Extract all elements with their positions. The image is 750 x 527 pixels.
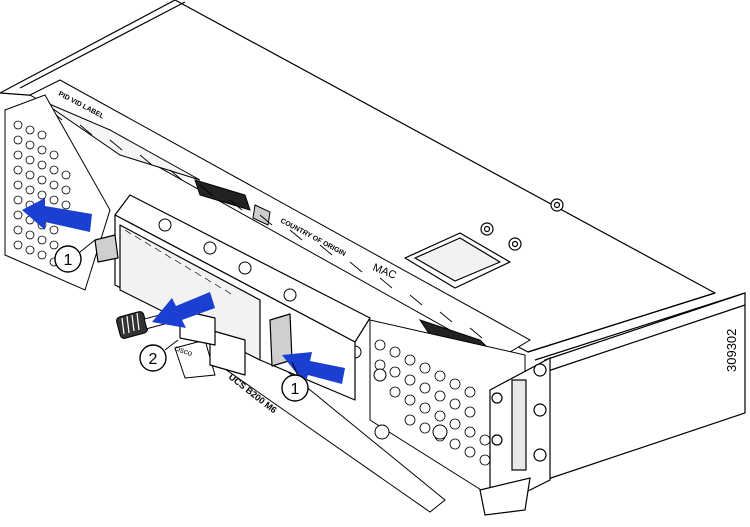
figure-id-label: 309302: [724, 328, 739, 372]
front-bezel-top: [28, 79, 532, 359]
right-vent-grille: [348, 319, 526, 506]
callout-1-bottom-number: 1: [291, 381, 300, 398]
arrow-pull-module: [152, 292, 215, 328]
callout-2: 2: [139, 339, 179, 372]
chassis-top-cover: [0, 0, 746, 361]
callout-1-top-number: 1: [64, 252, 73, 269]
ejector-hinge: [479, 357, 551, 516]
callout-2-number: 2: [149, 351, 158, 368]
left-vent-grille: [4, 94, 111, 291]
callout-1-top: 1: [54, 239, 96, 273]
callout-1-bottom: 1: [281, 361, 309, 402]
arrow-right-press: [282, 352, 345, 384]
arrow-left-eject: [22, 198, 92, 232]
